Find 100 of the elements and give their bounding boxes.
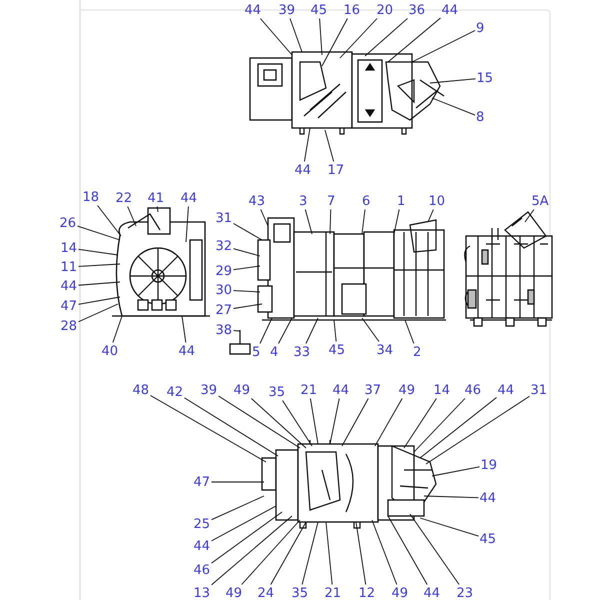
- unit-top-view-drawing: [249, 51, 445, 135]
- callout-number: 41: [148, 190, 164, 206]
- callout-number: 47: [60, 298, 78, 314]
- leader-line: [404, 320, 414, 344]
- leader-line: [112, 316, 122, 343]
- callout-number: 12: [358, 586, 376, 600]
- callout-number: 2: [413, 344, 422, 360]
- callout-number: 49: [392, 586, 408, 600]
- callout-number: 44: [244, 2, 262, 18]
- callout-number: 44: [194, 538, 210, 554]
- leader-line: [342, 398, 369, 446]
- callout-number: 35: [292, 586, 308, 600]
- leader-line: [211, 496, 264, 520]
- callout-number: 22: [116, 190, 132, 206]
- leader-line: [412, 30, 476, 62]
- leader-line: [432, 466, 480, 476]
- leader-line: [304, 128, 310, 162]
- leader-line: [290, 18, 302, 52]
- leader-line: [278, 318, 292, 344]
- leader-line: [233, 223, 262, 240]
- leader-line: [420, 397, 497, 458]
- leader-line: [362, 209, 366, 234]
- leader-line: [156, 206, 158, 212]
- leader-line: [186, 206, 189, 242]
- leader-line: [211, 516, 292, 586]
- callout-number: 32: [216, 238, 232, 254]
- callout-number: 37: [364, 382, 382, 398]
- leader-line: [420, 518, 479, 537]
- callout-number: 44: [498, 382, 514, 398]
- callout-number: 34: [376, 342, 394, 358]
- leader-line: [388, 18, 441, 62]
- leader-line: [233, 248, 260, 256]
- callout-number: 15: [476, 70, 494, 86]
- callout-number: 44: [294, 162, 312, 178]
- callout-number: 28: [60, 318, 78, 334]
- leader-line: [78, 282, 120, 286]
- leader-line: [356, 522, 366, 585]
- leader-line: [334, 320, 337, 342]
- leader-line: [362, 318, 380, 342]
- callout-number: 5A: [532, 194, 549, 208]
- leader-line: [218, 396, 300, 448]
- leader-line: [150, 395, 266, 462]
- callout-number: 49: [234, 382, 250, 398]
- leader-line: [184, 397, 278, 456]
- leader-line: [250, 398, 306, 448]
- leader-line: [233, 266, 260, 270]
- leader-line: [310, 398, 318, 444]
- leader-line: [306, 318, 318, 344]
- callout-number: 35: [268, 384, 286, 400]
- leader-line: [211, 506, 276, 542]
- callout-number: 6: [362, 194, 370, 208]
- unit-bottom-view-drawing: [261, 439, 437, 529]
- leader-line: [364, 18, 408, 56]
- leader-line: [432, 98, 476, 116]
- callout-number: 44: [442, 2, 458, 18]
- callout-number: 14: [60, 240, 78, 256]
- callout-number: 46: [194, 562, 210, 578]
- leader-line: [388, 516, 428, 585]
- callout-number: 3: [299, 194, 308, 208]
- leader-line: [324, 130, 334, 162]
- callout-number: 42: [166, 384, 184, 400]
- callout-number: 7: [327, 194, 336, 208]
- leader-line: [241, 520, 300, 585]
- callout-number: 21: [324, 586, 342, 600]
- leader-line: [394, 209, 400, 234]
- callout-number: 5: [252, 344, 260, 360]
- leader-line: [78, 296, 120, 305]
- leader-line: [404, 398, 437, 448]
- callout-number: 19: [480, 458, 498, 472]
- callout-number: 26: [60, 216, 76, 230]
- leader-line: [304, 209, 312, 234]
- leader-line: [374, 398, 403, 446]
- leader-line: [260, 318, 272, 344]
- leader-line: [428, 209, 434, 222]
- callout-number: 38: [216, 322, 232, 338]
- callout-number: 39: [278, 2, 296, 18]
- callout-number: 48: [132, 382, 150, 398]
- callout-number: 47: [194, 474, 210, 490]
- callout-number: 23: [456, 586, 474, 600]
- leader-line: [410, 514, 460, 585]
- leader-line: [282, 400, 312, 446]
- callout-number: 36: [408, 2, 426, 18]
- callout-number: 16: [344, 2, 360, 18]
- leader-line: [270, 522, 306, 585]
- callout-number: 40: [102, 344, 118, 358]
- leader-line: [414, 398, 466, 452]
- leader-line: [372, 520, 398, 585]
- leader-line: [430, 78, 476, 84]
- callout-number: 20: [376, 2, 394, 18]
- unit-rear-view-drawing: [464, 211, 553, 327]
- callout-number: 25: [194, 516, 210, 532]
- callout-number: 49: [398, 382, 416, 398]
- callout-number: 39: [200, 382, 218, 398]
- callout-number: 44: [332, 382, 350, 398]
- leader-line: [260, 209, 268, 226]
- callout-number: 14: [434, 382, 450, 398]
- callout-number: 1: [397, 194, 406, 208]
- leader-line: [330, 398, 340, 444]
- callout-number: 11: [60, 260, 78, 274]
- callout-number: 9: [476, 20, 484, 36]
